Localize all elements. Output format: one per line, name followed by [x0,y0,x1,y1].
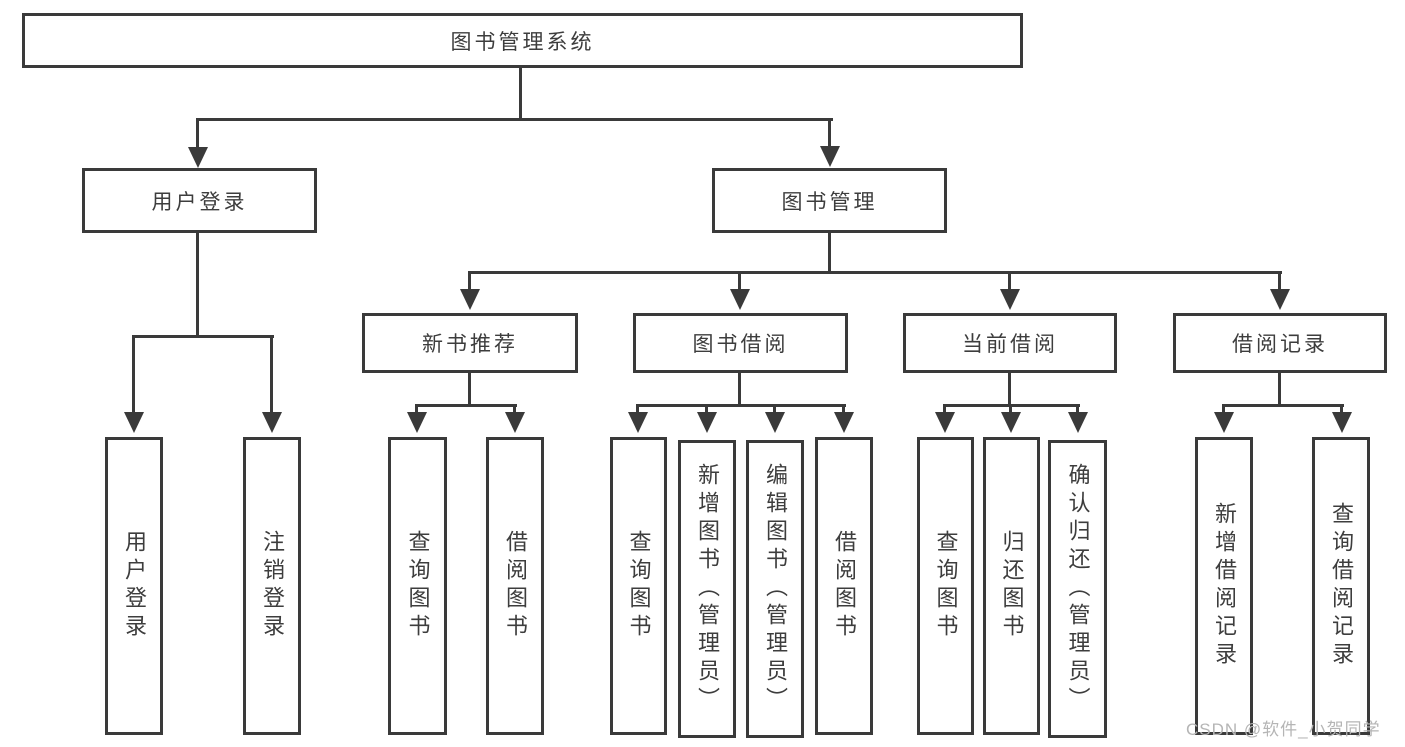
arrowhead-down-icon [628,412,648,433]
connector-line [828,233,831,274]
leaf-current-query-books: 查询图书 [917,437,974,735]
leaf-current-confirm-return-admin: 确认归还（管理员） [1048,440,1107,738]
node-current-borrowing-label: 当前借阅 [962,333,1058,356]
connector-line [842,404,845,414]
node-user-login: 用户登录 [82,168,317,233]
arrowhead-down-icon [188,147,208,168]
arrowhead-down-icon [765,412,785,433]
node-library-system-label: 图书管理系统 [450,30,595,54]
connector-line [196,233,199,337]
node-book-borrowing-label: 图书借阅 [692,333,789,356]
leaf-user-login: 用户登录 [105,437,163,735]
leaf-borrow-add-books-admin-label: 新增图书（管理员） [695,463,720,715]
leaf-newbook-borrow-books: 借阅图书 [486,437,544,735]
connector-line [270,335,273,413]
connector-line [468,271,471,290]
arrowhead-down-icon [935,412,955,433]
arrowhead-down-icon [1068,412,1088,433]
connector-line [705,404,708,414]
connector-line [132,335,135,413]
connector-line [415,404,418,414]
leaf-newbook-query-books: 查询图书 [388,437,447,735]
node-borrowing-records: 借阅记录 [1173,313,1387,373]
connector-line [468,271,1282,274]
connector-line [828,118,831,147]
connector-line [513,404,516,414]
connector-line [468,373,471,406]
connector-line [1076,404,1079,414]
connector-line [1008,373,1011,406]
arrowhead-down-icon [460,289,480,310]
leaf-current-return-books: 归还图书 [983,437,1040,735]
connector-line [415,404,517,407]
connector-line [1222,404,1225,414]
node-book-borrowing: 图书借阅 [633,313,848,373]
arrowhead-down-icon [1332,412,1352,433]
arrowhead-down-icon [1270,289,1290,310]
arrowhead-down-icon [1214,412,1234,433]
node-borrowing-records-label: 借阅记录 [1232,333,1328,356]
node-new-book-recommendation: 新书推荐 [362,313,578,373]
node-current-borrowing: 当前借阅 [903,313,1117,373]
connector-line [738,373,741,406]
connector-line [1008,271,1011,290]
arrowhead-down-icon [407,412,427,433]
arrowhead-down-icon [505,412,525,433]
arrowhead-down-icon [834,412,854,433]
connector-line [773,404,776,414]
connector-line [636,404,639,414]
node-user-login-label: 用户登录 [151,190,248,214]
leaf-user-login-label: 用户登录 [122,530,147,642]
leaf-borrow-borrow-books-label: 借阅图书 [832,530,857,642]
connector-line [1009,404,1012,414]
leaf-records-add-record: 新增借阅记录 [1195,437,1253,735]
leaf-logout-label: 注销登录 [260,530,285,642]
arrowhead-down-icon [262,412,282,433]
connector-line [132,335,274,338]
node-book-management-label: 图书管理 [781,190,878,214]
leaf-records-query-record-label: 查询借阅记录 [1329,502,1354,670]
connector-line [636,404,846,407]
leaf-newbook-query-books-label: 查询图书 [405,530,431,642]
connector-line [1222,404,1344,407]
arrowhead-down-icon [820,146,840,167]
leaf-current-return-books-label: 归还图书 [999,530,1025,642]
leaf-borrow-edit-books-admin: 编辑图书（管理员） [746,440,804,738]
leaf-current-query-books-label: 查询图书 [933,530,959,642]
connector-line [738,271,741,290]
connector-line [1278,271,1281,290]
connector-line [943,404,946,414]
leaf-records-query-record: 查询借阅记录 [1312,437,1370,735]
leaf-borrow-borrow-books: 借阅图书 [815,437,873,735]
arrowhead-down-icon [697,412,717,433]
connector-line [1278,373,1281,406]
node-new-book-recommendation-label: 新书推荐 [422,333,518,356]
leaf-newbook-borrow-books-label: 借阅图书 [503,530,528,642]
arrowhead-down-icon [124,412,144,433]
leaf-borrow-add-books-admin: 新增图书（管理员） [678,440,736,738]
leaf-records-add-record-label: 新增借阅记录 [1212,502,1237,670]
arrowhead-down-icon [730,289,750,310]
connector-line [197,118,833,121]
node-book-management: 图书管理 [712,168,947,233]
leaf-borrow-edit-books-admin-label: 编辑图书（管理员） [763,463,788,715]
leaf-logout: 注销登录 [243,437,301,735]
node-library-system: 图书管理系统 [22,13,1023,68]
leaf-borrow-query-books: 查询图书 [610,437,667,735]
connector-line [519,68,522,119]
connector-line [196,118,199,147]
arrowhead-down-icon [1000,289,1020,310]
leaf-borrow-query-books-label: 查询图书 [626,530,652,642]
watermark: CSDN @软件_小贺同学 [1186,720,1381,739]
leaf-current-confirm-return-admin-label: 确认归还（管理员） [1065,463,1091,715]
connector-line [1340,404,1343,414]
arrowhead-down-icon [1001,412,1021,433]
